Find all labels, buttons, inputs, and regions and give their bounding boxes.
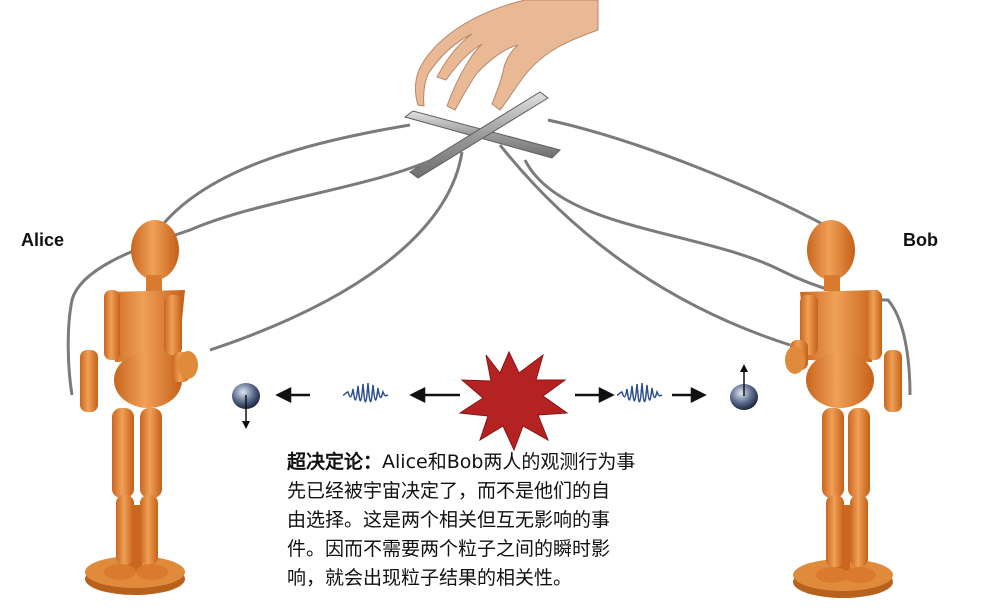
puppet-strings bbox=[66, 118, 912, 396]
alice-figure bbox=[80, 220, 198, 595]
caption-line-1: 超决定论：Alice和Bob两人的观测行为事 bbox=[287, 451, 636, 473]
superdeterminism-caption: 超决定论：Alice和Bob两人的观测行为事 先已经被宇宙决定了，而不是他们的自… bbox=[287, 448, 727, 593]
caption-line-3: 由选择。这是两个相关但互无影响的事 bbox=[287, 509, 611, 531]
caption-line-5: 响，就会出现粒子结果的相关性。 bbox=[287, 567, 573, 589]
caption-term: 超决定论： bbox=[287, 451, 383, 473]
puppeteer-hand bbox=[415, 0, 599, 111]
caption-line-4: 件。因而不需要两个粒子之间的瞬时影 bbox=[287, 538, 611, 560]
control-cross-bar bbox=[403, 91, 561, 179]
emission-arrows bbox=[275, 386, 707, 404]
caption-line-2: 先已经被宇宙决定了，而不是他们的自 bbox=[287, 480, 611, 502]
entanglement-source-burst bbox=[458, 350, 569, 452]
alice-label: Alice bbox=[21, 230, 65, 250]
right-particle-spin-up bbox=[730, 364, 758, 410]
right-wave-packet bbox=[616, 382, 663, 403]
left-particle-spin-down bbox=[232, 383, 260, 429]
bob-figure bbox=[785, 220, 902, 598]
left-wave-packet bbox=[342, 382, 389, 403]
bob-label: Bob bbox=[903, 230, 938, 250]
